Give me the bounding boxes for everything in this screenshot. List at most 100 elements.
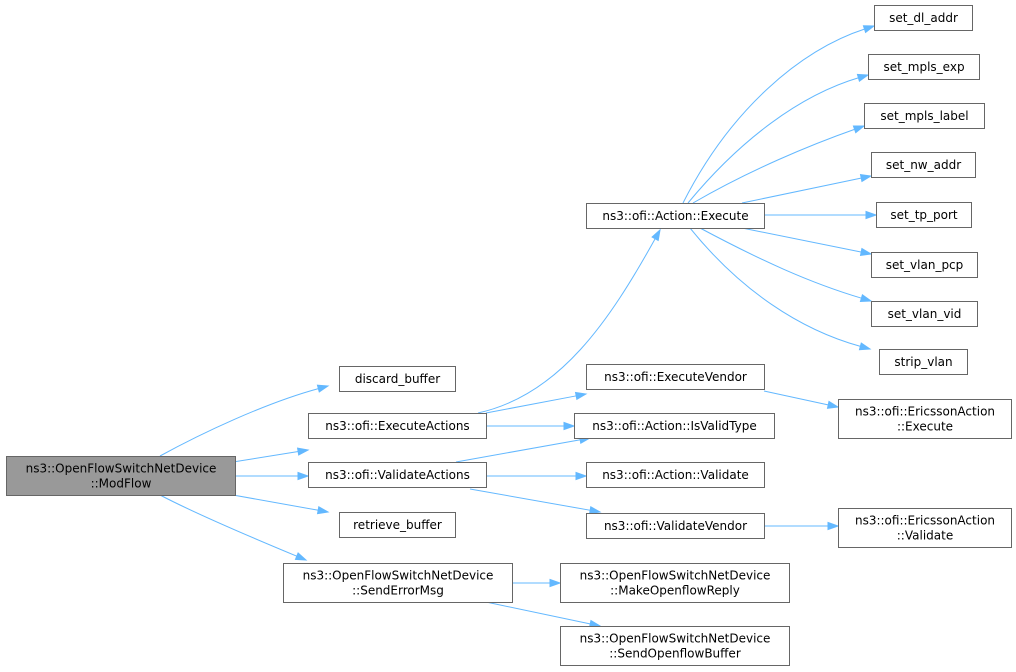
- arrowhead: [651, 228, 661, 242]
- node-box: [6, 456, 236, 496]
- arrowhead: [588, 506, 602, 515]
- arrowhead: [316, 384, 330, 393]
- arrowhead: [574, 391, 588, 401]
- node-box: [586, 203, 765, 229]
- node-box: [874, 5, 973, 31]
- node-set-mpls-exp[interactable]: set_mpls_exp: [868, 54, 980, 80]
- arrowhead: [297, 471, 310, 481]
- node-ericsson-validate[interactable]: ns3::ofi::EricssonAction::Validate: [838, 508, 1012, 548]
- edge-modflow-to-discard-buffer: [159, 384, 330, 457]
- node-label-line: ns3::ofi::ValidateActions: [325, 468, 470, 482]
- node-label-line: ns3::ofi::ExecuteVendor: [604, 370, 747, 384]
- edge-send-error-msg-to-make-openflow-reply: [512, 578, 562, 588]
- nodes-layer: ns3::OpenFlowSwitchNetDevice::ModFlow dis…: [6, 5, 1012, 666]
- node-set-mpls-label[interactable]: set_mpls_label: [864, 103, 985, 129]
- node-discard-buffer[interactable]: discard_buffer: [339, 366, 456, 392]
- node-label-line: discard_buffer: [355, 372, 440, 386]
- node-set-tp-port[interactable]: set_tp_port: [876, 202, 972, 228]
- node-validate-actions[interactable]: ns3::ofi::ValidateActions: [308, 462, 487, 488]
- edge-line: [682, 28, 866, 204]
- arrowhead: [859, 174, 873, 183]
- node-label-line: ns3::OpenFlowSwitchNetDevice: [580, 569, 771, 583]
- edge-line: [159, 387, 320, 457]
- edges-layer: [159, 25, 878, 628]
- node-box: [838, 508, 1012, 548]
- node-label-line: set_mpls_exp: [883, 60, 964, 74]
- edge-line: [485, 601, 592, 625]
- node-send-error-msg[interactable]: ns3::OpenFlowSwitchNetDevice::SendErrorM…: [283, 563, 513, 603]
- edge-line: [763, 390, 830, 406]
- edge-line: [741, 227, 863, 253]
- edge-line: [699, 227, 863, 299]
- node-box: [560, 626, 790, 666]
- node-label-line: set_nw_addr: [886, 158, 961, 172]
- node-box: [871, 301, 978, 327]
- edge-action-execute-to-set-dl-addr: [682, 25, 876, 204]
- node-execute-actions[interactable]: ns3::ofi::ExecuteActions: [308, 413, 487, 439]
- node-label-line: ::SendOpenflowBuffer: [609, 647, 741, 661]
- edge-validate-actions-to-is-valid-type: [455, 435, 592, 463]
- edge-validate-actions-to-validate-vendor: [469, 488, 602, 515]
- arrowhead: [549, 578, 562, 588]
- node-action-execute[interactable]: ns3::ofi::Action::Execute: [586, 203, 765, 229]
- edge-line: [689, 227, 862, 348]
- arrowhead: [859, 293, 873, 303]
- node-set-dl-addr[interactable]: set_dl_addr: [874, 5, 973, 31]
- node-modflow[interactable]: ns3::OpenFlowSwitchNetDevice::ModFlow: [6, 456, 236, 496]
- edge-modflow-to-validate-actions: [235, 471, 310, 481]
- node-label-line: strip_vlan: [894, 355, 952, 369]
- node-box: [838, 399, 1012, 439]
- node-label-line: ::Execute: [897, 420, 953, 434]
- node-strip-vlan[interactable]: strip_vlan: [879, 349, 968, 375]
- edge-line: [469, 488, 592, 511]
- edge-action-execute-to-set-vlan-pcp: [741, 227, 873, 257]
- node-box: [308, 462, 487, 488]
- node-set-vlan-vid[interactable]: set_vlan_vid: [871, 301, 978, 327]
- edge-validate-actions-to-action-validate: [486, 471, 588, 481]
- node-label-line: set_dl_addr: [889, 11, 958, 25]
- edge-line: [692, 128, 856, 204]
- edge-line: [232, 494, 320, 511]
- edge-line: [741, 177, 863, 204]
- edge-execute-actions-to-action-execute: [477, 228, 661, 414]
- arrowhead: [296, 447, 310, 456]
- arrowhead: [826, 400, 840, 409]
- node-label-line: ns3::ofi::ValidateVendor: [604, 519, 747, 533]
- edge-action-execute-to-set-mpls-label: [692, 125, 866, 204]
- node-label-line: ns3::ofi::EricssonAction: [855, 405, 995, 419]
- edge-action-execute-to-set-mpls-exp: [687, 73, 870, 204]
- node-send-openflow-buffer[interactable]: ns3::OpenFlowSwitchNetDevice::SendOpenfl…: [560, 626, 790, 666]
- node-is-valid-type[interactable]: ns3::ofi::Action::IsValidType: [574, 413, 775, 439]
- edge-action-execute-to-set-tp-port: [764, 210, 878, 220]
- node-set-nw-addr[interactable]: set_nw_addr: [871, 152, 976, 178]
- node-box: [871, 252, 978, 278]
- edge-action-execute-to-set-nw-addr: [741, 174, 873, 204]
- node-label-line: ns3::ofi::Action::IsValidType: [592, 419, 757, 433]
- node-box: [283, 563, 513, 603]
- node-execute-vendor[interactable]: ns3::ofi::ExecuteVendor: [586, 364, 765, 390]
- node-label-line: ns3::OpenFlowSwitchNetDevice: [26, 462, 217, 476]
- edge-modflow-to-execute-actions: [232, 447, 310, 463]
- arrowhead: [294, 552, 308, 561]
- arrowhead: [858, 342, 872, 351]
- node-label-line: ns3::ofi::ExecuteActions: [325, 419, 469, 433]
- edge-line: [455, 439, 582, 463]
- arrowhead: [856, 73, 870, 82]
- node-label-line: ns3::OpenFlowSwitchNetDevice: [580, 632, 771, 646]
- arrowhead: [865, 210, 878, 220]
- node-box: [586, 462, 765, 488]
- node-validate-vendor[interactable]: ns3::ofi::ValidateVendor: [586, 513, 765, 539]
- node-box: [586, 364, 765, 390]
- node-label-line: ::ModFlow: [91, 477, 152, 491]
- node-retrieve-buffer[interactable]: retrieve_buffer: [339, 512, 456, 538]
- node-action-validate[interactable]: ns3::ofi::Action::Validate: [586, 462, 765, 488]
- node-label-line: ns3::ofi::Action::Validate: [602, 468, 749, 482]
- node-ericsson-execute[interactable]: ns3::ofi::EricssonAction::Execute: [838, 399, 1012, 439]
- arrowhead: [852, 125, 866, 134]
- node-label-line: ::MakeOpenflowReply: [610, 584, 740, 598]
- node-make-openflow-reply[interactable]: ns3::OpenFlowSwitchNetDevice::MakeOpenfl…: [560, 563, 790, 603]
- arrowhead: [862, 25, 876, 34]
- edge-execute-vendor-to-ericsson-execute: [763, 390, 840, 409]
- node-set-vlan-pcp[interactable]: set_vlan_pcp: [871, 252, 978, 278]
- arrowhead: [575, 471, 588, 481]
